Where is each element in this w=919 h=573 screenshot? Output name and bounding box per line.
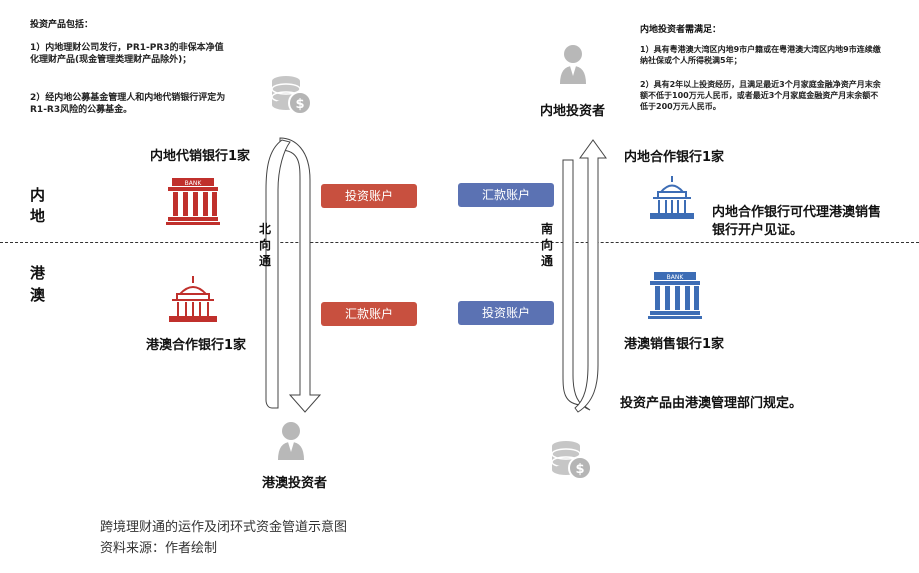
region-hkmo-char-2: 澳 bbox=[30, 286, 46, 304]
bank-building-icon: BANK bbox=[648, 272, 702, 319]
northbound-arrow-icon bbox=[265, 137, 322, 413]
coin-stack-icon: $ bbox=[551, 441, 592, 480]
mainland-investor-label: 内地投资者 bbox=[540, 104, 606, 119]
region-mainland-char-1: 内 bbox=[30, 186, 46, 204]
remittance-account-box: 汇款账户 bbox=[321, 302, 417, 326]
svg-text:$: $ bbox=[295, 97, 304, 112]
hkmo-sales-bank-label: 港澳销售银行1家 bbox=[624, 337, 725, 352]
person-icon bbox=[278, 422, 304, 460]
bank-sign-text: BANK bbox=[185, 180, 203, 187]
mainland-partner-note: 内地合作银行可代理港澳销售银行开户见证。 bbox=[712, 205, 882, 238]
northbound-char: 北 bbox=[258, 222, 271, 236]
left-note-item-1: 1）内地理财公司发行，PR1-PR3的非保本净值化理财产品(现金管理类理财产品除… bbox=[30, 43, 224, 65]
southbound-connect-label: 南 向 通 bbox=[540, 221, 554, 269]
hkmo-partner-bank-label: 港澳合作银行1家 bbox=[146, 338, 247, 353]
investment-account-box: 投资账户 bbox=[321, 184, 417, 208]
northbound-connect-label: 北 向 通 bbox=[258, 221, 272, 269]
region-hkmo-char-1: 港 bbox=[30, 264, 46, 282]
southbound-arrow-icon bbox=[562, 139, 607, 413]
remittance-account-box: 汇款账户 bbox=[458, 183, 554, 207]
left-note-item-2: 2）经内地公募基金管理人和内地代销银行评定为R1-R3风险的公募基金。 bbox=[30, 93, 226, 115]
southbound-char: 通 bbox=[540, 254, 553, 268]
hkmo-investor-label: 港澳投资者 bbox=[262, 476, 328, 491]
region-mainland-char-2: 地 bbox=[30, 207, 46, 225]
right-note-item-1: 1）具有粤港澳大湾区内地9市户籍或在粤港澳大湾区内地9市连续缴纳社保或个人所得税… bbox=[640, 45, 881, 65]
mainland-partner-bank-label: 内地合作银行1家 bbox=[624, 150, 725, 165]
person-icon bbox=[560, 45, 586, 84]
figure-source: 资料来源：作者绘制 bbox=[100, 541, 218, 556]
coin-stack-icon: $ bbox=[271, 76, 312, 115]
southbound-char: 南 bbox=[540, 222, 553, 236]
northbound-char: 向 bbox=[258, 238, 271, 252]
northbound-char: 通 bbox=[258, 254, 271, 268]
bank-dome-icon bbox=[169, 276, 217, 322]
bank-building-icon: BANK bbox=[166, 178, 220, 225]
mainland-sales-bank-label: 内地代销银行1家 bbox=[150, 149, 251, 164]
bank-dome-icon bbox=[650, 176, 694, 219]
right-note-title: 内地投资者需满足： bbox=[640, 25, 722, 35]
hkmo-product-note: 投资产品由港澳管理部门规定。 bbox=[620, 396, 803, 411]
left-note-title: 投资产品包括： bbox=[30, 20, 94, 30]
figure-caption: 跨境理财通的运作及闭环式资金管道示意图 bbox=[100, 520, 348, 535]
southbound-char: 向 bbox=[540, 238, 553, 252]
svg-text:$: $ bbox=[575, 462, 584, 477]
border-divider-line bbox=[0, 242, 919, 243]
investment-account-box: 投资账户 bbox=[458, 301, 554, 325]
bank-sign-text: BANK bbox=[667, 274, 685, 281]
right-note-item-2: 2）具有2年以上投资经历，且满足最近3个月家庭金融净资产月末余额不低于100万元… bbox=[640, 80, 881, 111]
